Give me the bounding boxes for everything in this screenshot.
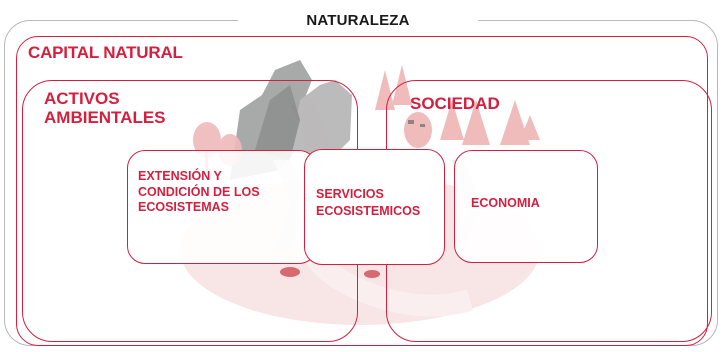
extension-condicion-label: EXTENSIÓN Y CONDICIÓN DE LOS ECOSISTEMAS — [138, 169, 260, 214]
extension-condicion-box — [127, 150, 317, 264]
animal-icon — [280, 267, 380, 278]
capital-natural-label: CAPITAL NATURAL — [28, 43, 183, 62]
capital-natural-box — [16, 36, 708, 346]
activos-ambientales-label: ACTIVOS AMBIENTALES — [44, 89, 166, 127]
economia-box — [454, 150, 598, 263]
sociedad-label: SOCIEDAD — [410, 94, 500, 113]
servicios-ecosistemicos-label: SERVICIOS ECOSISTEMICOS — [316, 187, 421, 218]
economia-label: ECONOMIA — [471, 196, 540, 210]
servicios-ecosistemicos-box — [304, 149, 445, 265]
naturaleza-title: NATURALEZA — [238, 9, 478, 33]
rock-icon — [408, 120, 425, 127]
